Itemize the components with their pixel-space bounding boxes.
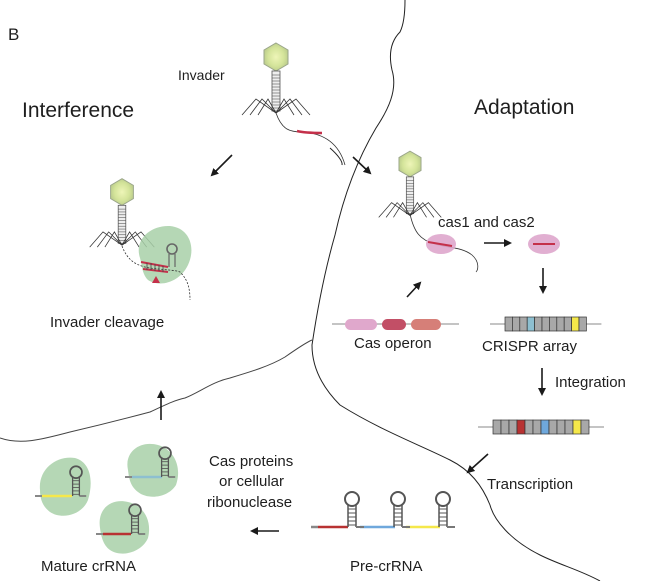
boundary-fragment (329, 147, 343, 166)
panel-label: B (8, 25, 19, 44)
integration-label: Integration (555, 374, 626, 391)
crispr-repeat (580, 419, 590, 435)
crispr-repeat (524, 419, 534, 435)
mature-crrna-red-icon (96, 501, 150, 554)
crispr-spacer-yellow (572, 419, 582, 435)
cell-boundary-right (311, 0, 601, 581)
crispr-array-label: CRISPR array (482, 338, 578, 355)
processing-label-line1: Cas proteins (209, 453, 293, 470)
invader-label: Invader (178, 67, 225, 83)
crispr-repeat (563, 316, 572, 332)
adaptation-phage-icon (378, 150, 442, 218)
crispr-repeat (578, 316, 587, 332)
invader-dna (275, 112, 346, 166)
integrated-crispr-array-icon (478, 419, 604, 435)
arrow-transcription (466, 453, 489, 474)
crispr-array-icon (490, 316, 602, 332)
adaptation-heading: Adaptation (474, 96, 574, 119)
crispr-repeat (504, 316, 513, 332)
cas1-cas2-label: cas1 and cas2 (438, 214, 535, 231)
crispr-repeat (519, 316, 528, 332)
crispr-repeat (492, 419, 502, 435)
crispr-spacer-blue (540, 419, 550, 435)
processing-label-line3: ribonuclease (207, 494, 292, 511)
arrow-operon-to-cas (406, 281, 422, 298)
interference-heading: Interference (22, 99, 134, 122)
invader-phage-icon (241, 42, 311, 116)
crispr-repeat (500, 419, 510, 435)
cell-boundary-bottom (0, 339, 313, 442)
crispr-repeat (556, 419, 566, 435)
cas-operon-icon (332, 319, 459, 330)
invader-cleavage-label: Invader cleavage (50, 314, 164, 331)
crispr-spacer-blue (526, 316, 535, 332)
crispr-repeat (508, 419, 518, 435)
crispr-spacer-yellow (571, 316, 580, 332)
invader-protospacer (296, 129, 323, 135)
arrow-to-adaptation (352, 156, 372, 175)
crispr-repeat (541, 316, 550, 332)
transcription-label: Transcription (487, 476, 573, 493)
crispr-repeat (512, 316, 521, 332)
cas-operon-label: Cas operon (354, 335, 432, 352)
pre-crrna-icon (311, 491, 456, 529)
protospacer-bound (427, 241, 453, 247)
cas-complex-icon (121, 225, 192, 301)
pre-crrna-label: Pre-crRNA (350, 558, 423, 575)
mature-crrna-yellow-icon (35, 457, 91, 516)
mature-crrna-label: Mature crRNA (41, 558, 136, 575)
crispr-repeat (556, 316, 565, 332)
crispr-repeat (548, 419, 558, 435)
crispr-spacer-red (516, 419, 526, 435)
mature-crrna-blue-icon (125, 443, 179, 497)
arrow-to-interference (210, 154, 233, 177)
crispr-repeat (534, 316, 543, 332)
crispr-repeat (564, 419, 574, 435)
processing-label-line2: or cellular (219, 473, 284, 490)
crispr-repeat (549, 316, 558, 332)
crispr-repeat (532, 419, 542, 435)
